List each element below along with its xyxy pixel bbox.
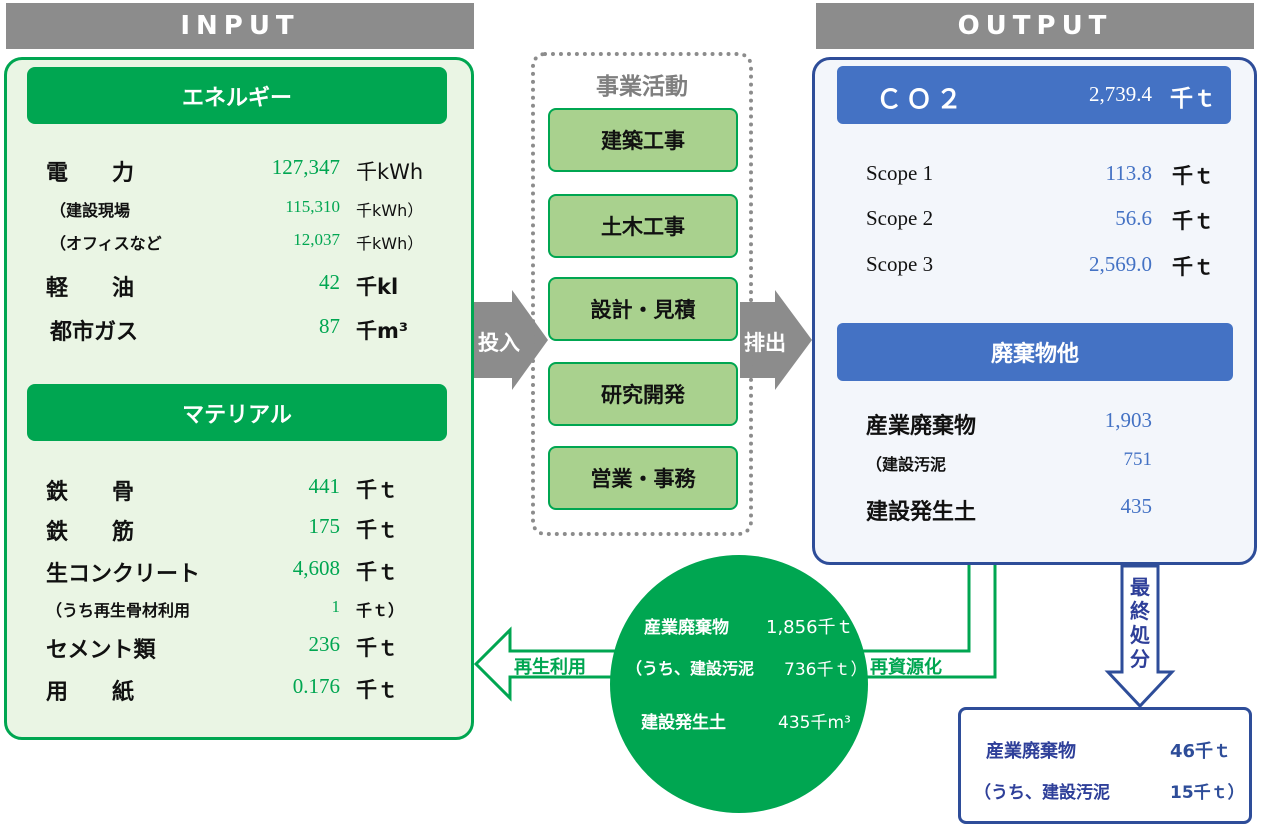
office-label: （オフィスなど xyxy=(50,234,162,253)
output-header: OUTPUT xyxy=(816,3,1254,49)
material-label-2: 生コンクリート xyxy=(46,562,201,587)
material-unit-5: 千ｔ xyxy=(356,678,398,702)
activity-research: 研究開発 xyxy=(548,362,738,426)
material-value-0: 441 xyxy=(308,474,341,498)
electricity-unit: 千kWh xyxy=(356,160,424,184)
city-gas-label: 都市ガス xyxy=(50,320,139,345)
construction-site-label: （建設現場 xyxy=(50,201,131,220)
material-value-1: 175 xyxy=(308,514,341,538)
co2-total: 2,739.4 xyxy=(1089,82,1152,106)
material-label-4: セメント類 xyxy=(46,638,156,663)
diesel-label: 軽 油 xyxy=(46,276,135,301)
disposal-sludge-label: （うち、建設汚泥 xyxy=(974,783,1110,803)
waste-industrial-label: 産業廃棄物 xyxy=(866,414,977,439)
input-arrow-label: 投入 xyxy=(478,331,520,355)
disposal-industrial-value: 46千ｔ xyxy=(1170,741,1232,762)
co2-title-bar xyxy=(837,66,1231,124)
scope-1-value: 113.8 xyxy=(1105,161,1152,185)
recycle-circle xyxy=(610,555,868,813)
scope-1-unit: 千ｔ xyxy=(1172,164,1214,188)
final-disposal-arrow-shape xyxy=(1104,564,1176,709)
recycle-use-label: 再生利用 xyxy=(514,657,586,678)
material-unit-2: 千ｔ xyxy=(356,560,398,584)
scope-2-unit: 千ｔ xyxy=(1172,209,1214,233)
activities-box xyxy=(531,52,753,536)
waste-industrial-value: 1,903 xyxy=(1104,408,1152,432)
recycled-sludge-value: 736千ｔ） xyxy=(784,660,868,680)
material-value-5: 0.176 xyxy=(292,674,340,698)
scope-2-label: Scope 2 xyxy=(866,206,934,230)
scope-3-label: Scope 3 xyxy=(866,252,934,276)
scope-1-label: Scope 1 xyxy=(866,161,934,185)
recycle-line-outer xyxy=(860,564,997,679)
input-arrow-shape xyxy=(474,290,548,390)
electricity-value: 127,347 xyxy=(271,155,340,179)
energy-title-bar: エネルギー xyxy=(27,67,447,124)
recycled-industrial-label: 産業廃棄物 xyxy=(644,618,729,638)
co2-title: ＣＯ２ xyxy=(876,85,967,115)
material-unit-1: 千ｔ xyxy=(356,518,398,542)
activity-sales: 営業・事務 xyxy=(548,446,738,510)
recycled-industrial-value: 1,856千ｔ xyxy=(766,617,854,638)
final-disposal-box xyxy=(958,707,1252,824)
material-title-bar: マテリアル xyxy=(27,384,447,441)
activity-civil: 土木工事 xyxy=(548,194,738,258)
waste-sludge-value: 751 xyxy=(1123,449,1153,470)
activity-design: 設計・見積 xyxy=(548,277,738,341)
diesel-unit: 千kl xyxy=(356,275,399,299)
material-value-2: 4,608 xyxy=(292,556,340,580)
activities-title: 事業活動 xyxy=(596,74,688,100)
material-unit-4: 千ｔ xyxy=(356,636,398,660)
co2-unit: 千ｔ xyxy=(1170,86,1216,112)
construction-site-unit: 千kWh） xyxy=(356,201,424,220)
activity-construction: 建築工事 xyxy=(548,108,738,172)
material-label-5: 用 紙 xyxy=(46,680,135,705)
waste-title-bar: 廃棄物他 xyxy=(837,323,1233,381)
final-disposal-label: 最終処分 xyxy=(1130,575,1150,671)
material-value-3: 1 xyxy=(331,597,341,616)
recycled-soil-label: 建設発生土 xyxy=(641,713,726,733)
material-label-0: 鉄 骨 xyxy=(46,480,135,505)
disposal-industrial-label: 産業廃棄物 xyxy=(986,741,1076,762)
city-gas-value: 87 xyxy=(319,314,340,338)
output-arrow-shape xyxy=(740,290,812,390)
scope-2-value: 56.6 xyxy=(1115,206,1152,230)
input-header: INPUT xyxy=(6,3,474,49)
electricity-label: 電 力 xyxy=(46,161,135,186)
output-panel xyxy=(812,57,1257,565)
material-label-3: （うち再生骨材利用 xyxy=(46,601,191,620)
scope-3-value: 2,569.0 xyxy=(1089,252,1152,276)
scope-3-unit: 千ｔ xyxy=(1172,255,1214,279)
city-gas-unit: 千m³ xyxy=(356,319,409,343)
waste-soil-label: 建設発生土 xyxy=(866,500,977,525)
disposal-sludge-value: 15千ｔ） xyxy=(1170,783,1245,803)
material-value-4: 236 xyxy=(308,632,341,656)
material-label-1: 鉄 筋 xyxy=(46,520,135,545)
material-unit-3: 千ｔ） xyxy=(356,601,405,620)
waste-soil-value: 435 xyxy=(1120,494,1153,518)
recycle-label: 再資源化 xyxy=(870,657,942,678)
construction-site-value: 115,310 xyxy=(285,197,340,216)
office-value: 12,037 xyxy=(293,230,340,249)
waste-sludge-label: （建設汚泥 xyxy=(866,455,947,474)
recycled-sludge-label: （うち、建設汚泥 xyxy=(626,659,755,678)
diesel-value: 42 xyxy=(319,270,340,294)
recycled-soil-value: 435千m³ xyxy=(778,713,851,733)
recycle-line-inner xyxy=(850,564,971,653)
office-unit: 千kWh） xyxy=(356,234,424,253)
material-unit-0: 千ｔ xyxy=(356,478,398,502)
